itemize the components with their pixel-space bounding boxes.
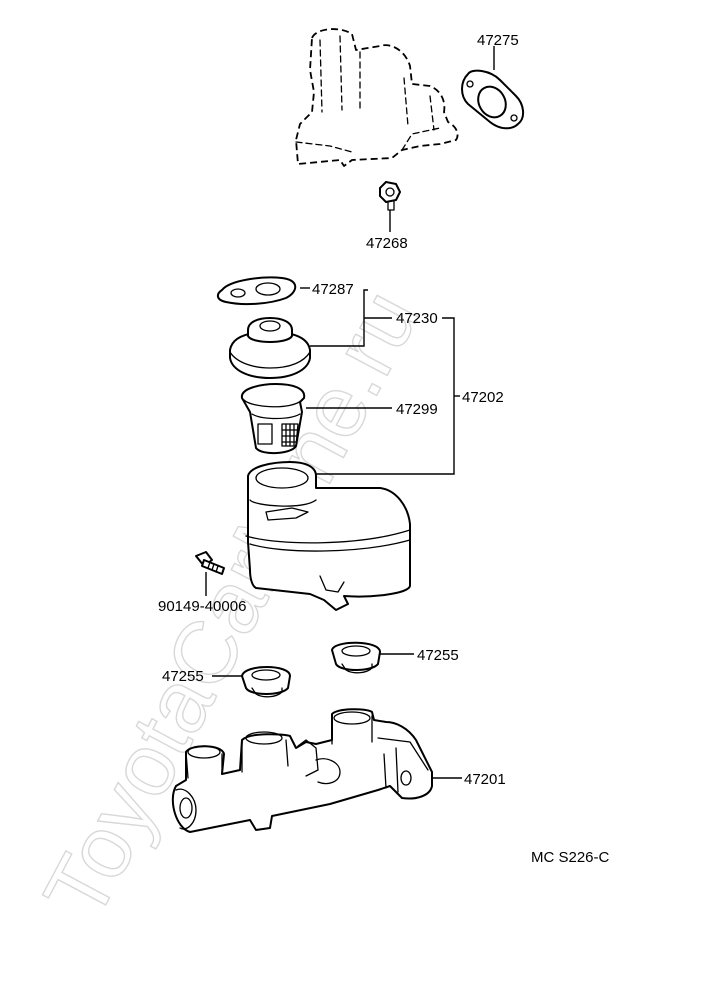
- reservoir-cap-47230: [229, 317, 311, 379]
- diagram-code: MC S226-C: [531, 849, 610, 866]
- brake-booster-outline: [295, 28, 459, 167]
- gasket-47275: [461, 69, 524, 130]
- callout-47275: 47275: [477, 32, 519, 49]
- master-cylinder-47201: [171, 708, 433, 833]
- callout-47202: 47202: [462, 389, 504, 406]
- callout-47299: 47299: [396, 401, 438, 418]
- reservoir-body: [245, 461, 411, 611]
- grommet-47255-right: [331, 641, 381, 674]
- callout-47201: 47201: [464, 771, 506, 788]
- callout-47255-left: 47255: [162, 668, 204, 685]
- strainer-47299: [240, 383, 306, 454]
- callout-47268: 47268: [366, 235, 408, 252]
- cap-gasket-47287: [216, 276, 297, 306]
- callout-47255-right: 47255: [417, 647, 459, 664]
- screw-90149-40006: [195, 551, 225, 575]
- grommet-47255-left: [241, 666, 291, 698]
- callout-90149-40006: 90149-40006: [158, 598, 246, 615]
- nut-47268: [379, 181, 401, 211]
- callout-47287: 47287: [312, 281, 354, 298]
- callout-47230: 47230: [396, 310, 438, 327]
